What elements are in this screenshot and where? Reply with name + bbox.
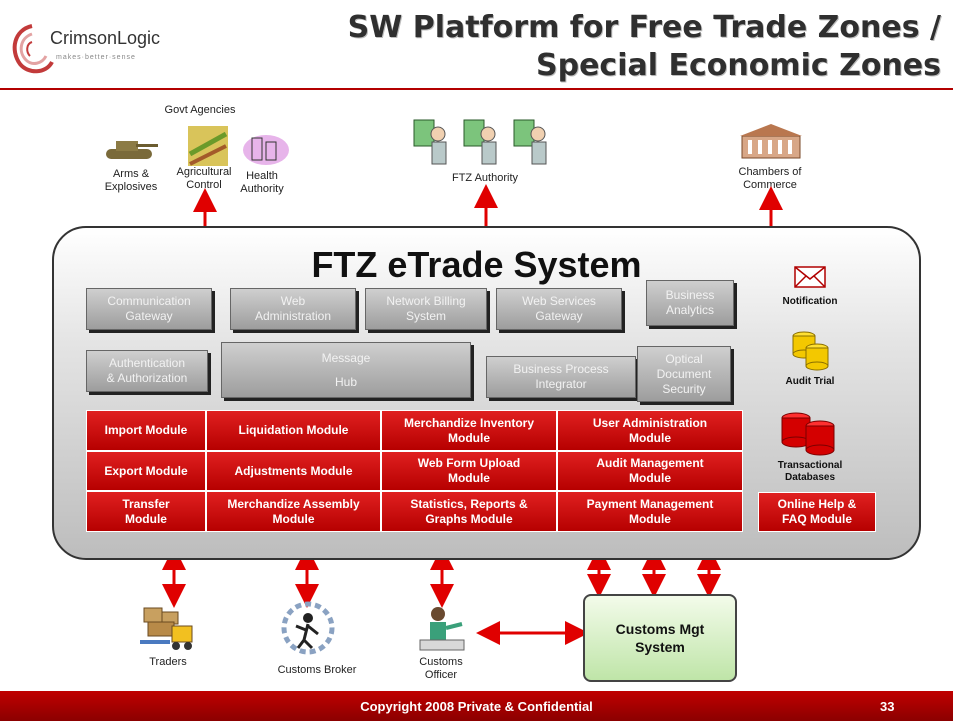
crimsonlogic-logo: CrimsonLogic makes·better·sense <box>6 18 186 80</box>
title-divider <box>0 88 953 90</box>
statistics-reports-module: Statistics, Reports &Graphs Module <box>381 491 557 532</box>
liquidation-module: Liquidation Module <box>206 410 381 451</box>
audit-trial-label: Audit Trial <box>785 376 835 387</box>
page-number: 33 <box>880 699 895 714</box>
govt-agencies-label: Govt Agencies <box>164 104 236 116</box>
logo-swirl-icon <box>12 24 54 74</box>
import-module: Import Module <box>86 410 206 451</box>
ftz-authority-label: FTZ Authority <box>451 172 519 184</box>
system-title: FTZ eTrade System <box>311 244 642 285</box>
red-module-grid: Import Module Liquidation Module Merchan… <box>86 410 743 532</box>
chamber-building-icon <box>740 124 802 159</box>
audit-database-icon <box>792 331 829 371</box>
arms-explosives-label: Arms &Explosives <box>104 168 158 193</box>
notification-label: Notification <box>782 296 838 307</box>
customs-broker-label: Customs Broker <box>277 664 357 676</box>
customs-broker-icon <box>281 601 335 655</box>
agriculture-icon <box>188 126 228 166</box>
adjustments-module: Adjustments Module <box>206 451 381 491</box>
officials-icon <box>413 119 547 165</box>
health-icon <box>243 135 289 165</box>
customs-officer-icon <box>419 607 465 651</box>
page-title-line2: Special Economic Zones <box>535 48 941 83</box>
export-module: Export Module <box>86 451 206 491</box>
copyright-text: Copyright 2008 Private & Confidential <box>360 699 593 714</box>
footer-bar <box>0 691 953 721</box>
tank-icon <box>106 141 158 159</box>
online-help-module: Online Help &FAQ Module <box>758 492 876 532</box>
authentication-box: Authentication& Authorization <box>86 350 208 392</box>
page-title-line1: SW Platform for Free Trade Zones / <box>347 10 941 45</box>
traders-label: Traders <box>149 656 187 668</box>
logo-tagline: makes·better·sense <box>56 54 136 61</box>
logo-name: CrimsonLogic <box>50 28 161 48</box>
traders-icon <box>140 607 193 650</box>
envelope-icon <box>794 266 826 288</box>
transactional-database-icon <box>781 412 835 456</box>
